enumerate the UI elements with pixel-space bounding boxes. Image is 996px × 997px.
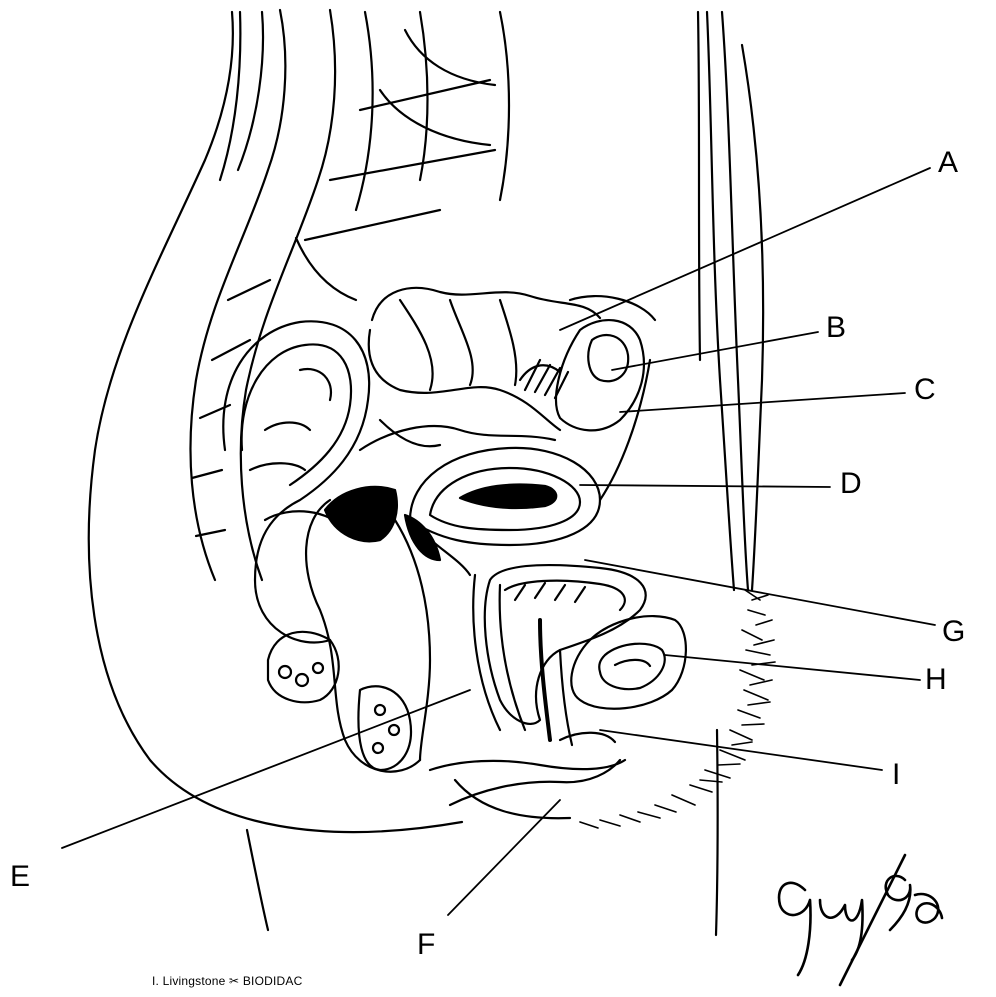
body-outline [89, 12, 763, 935]
leader-f [448, 800, 560, 915]
vulva-perineum [430, 733, 625, 819]
label-c: C [914, 375, 936, 405]
rectum [268, 500, 430, 772]
label-a: A [938, 148, 958, 178]
label-i: I [892, 760, 900, 790]
small-intestine [360, 288, 600, 450]
label-f: F [417, 930, 435, 960]
label-b: B [826, 313, 846, 343]
label-leader-lines [62, 168, 935, 915]
label-d: D [840, 469, 862, 499]
leader-h [665, 655, 920, 680]
signature [779, 855, 942, 985]
label-g: G [942, 617, 965, 647]
label-h: H [925, 665, 947, 695]
rectouterine-pouch [325, 487, 440, 560]
credit-line: I. Livingstone ✂ BIODIDAC [152, 974, 302, 988]
uterus [410, 360, 650, 575]
sigmoid-colon [223, 321, 369, 642]
leader-i [600, 730, 882, 770]
leader-c [620, 393, 905, 412]
leader-a [560, 168, 930, 330]
label-e: E [10, 862, 30, 892]
leader-g [585, 560, 935, 625]
pubic-symphysis [571, 616, 686, 709]
leader-d [580, 485, 830, 487]
